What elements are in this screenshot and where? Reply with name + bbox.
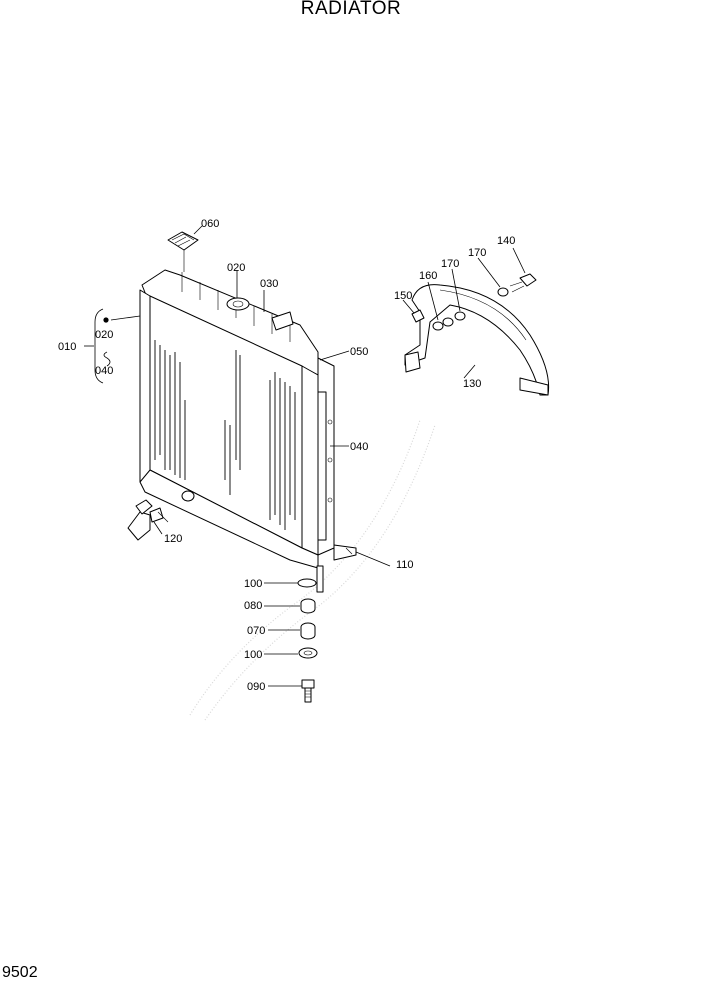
- callout-070: 070: [247, 625, 265, 637]
- mount-bracket: [333, 544, 357, 561]
- callout-010: 010: [58, 341, 76, 353]
- callout-150: 150: [394, 290, 412, 302]
- page-title: RADIATOR: [300, 0, 402, 19]
- callout-030: 030: [260, 278, 278, 290]
- callout-020-range: 020: [95, 329, 113, 341]
- callout-050: 050: [350, 346, 368, 358]
- fan-shroud: [404, 284, 550, 396]
- callout-040-range: 040: [95, 365, 113, 377]
- assembly-bullet: [103, 317, 109, 323]
- callout-080: 080: [244, 600, 262, 612]
- radiator-core: [139, 269, 335, 569]
- callout-020: 020: [227, 262, 245, 274]
- page-number: 9502: [2, 964, 38, 981]
- callout-130: 130: [463, 378, 481, 390]
- callout-170-left: 170: [441, 258, 459, 270]
- callout-110: 110: [396, 559, 414, 571]
- callout-100-upper: 100: [244, 578, 262, 590]
- filler-neck: [226, 297, 250, 311]
- watermark: [189, 419, 436, 721]
- shroud-fasteners: [411, 273, 537, 331]
- callout-060: 060: [201, 218, 219, 230]
- mount-stack: [297, 565, 324, 703]
- callout-170-right: 170: [468, 247, 486, 259]
- callout-160: 160: [419, 270, 437, 282]
- callout-090: 090: [247, 681, 265, 693]
- callout-100-lower: 100: [244, 649, 262, 661]
- callout-040: 040: [350, 441, 368, 453]
- callout-140: 140: [497, 235, 515, 247]
- callout-labels: 010 020 040 060 020 030 050 040 110 120 …: [58, 218, 515, 693]
- callout-120: 120: [164, 533, 182, 545]
- leader-lines: [84, 225, 526, 687]
- radiator-cap: [167, 231, 199, 272]
- drain-valve: [127, 499, 169, 541]
